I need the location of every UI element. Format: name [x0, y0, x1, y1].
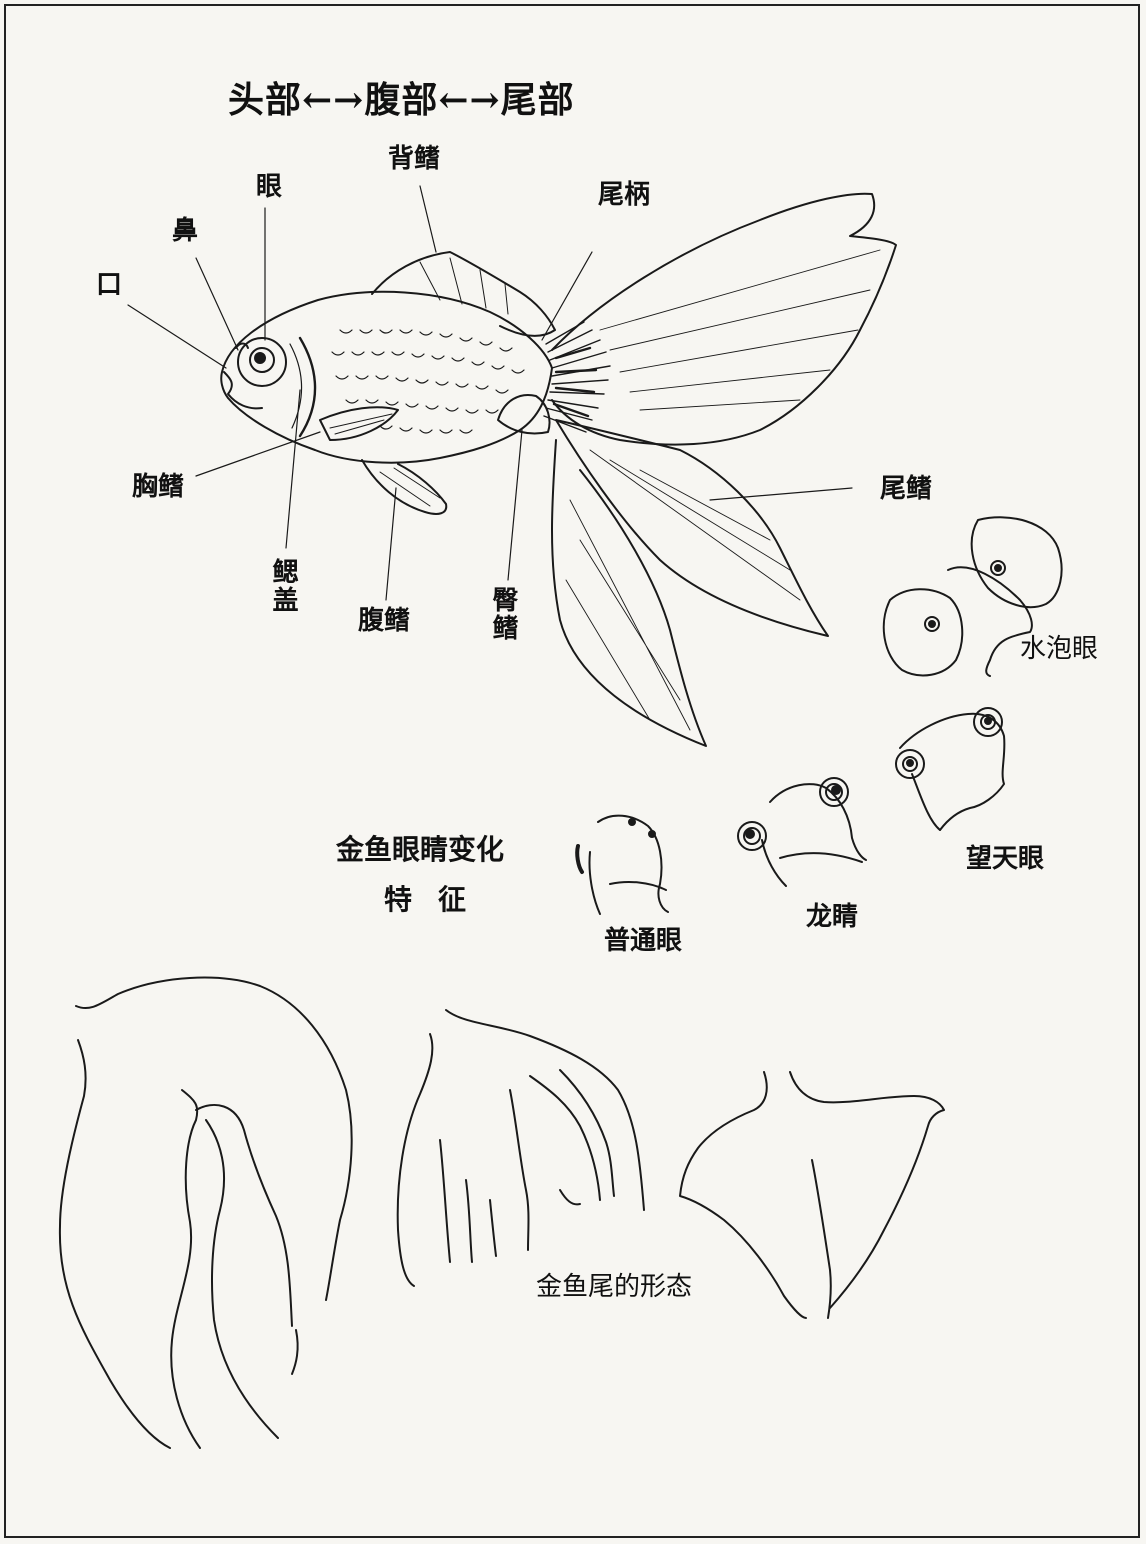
tail-section-caption: 金鱼尾的形态 [536, 1274, 692, 1300]
fish-gill-line [300, 338, 315, 436]
goldfish-drawing [128, 186, 896, 746]
fish-caudal-fin-upper [552, 194, 896, 445]
eye-section-subtitle: 特征 [384, 886, 492, 914]
fish-pectoral-fin [320, 407, 398, 440]
tail-shape-3 [680, 1072, 944, 1318]
normal-eye-drawing [577, 816, 668, 914]
fish-dorsal-fin [372, 252, 555, 336]
header-title: 头部←→腹部←→尾部 [228, 82, 575, 118]
label-bubble-eye: 水泡眼 [1020, 636, 1098, 662]
label-celestial-eye: 望天眼 [966, 846, 1044, 872]
label-mouth: 口 [96, 272, 122, 298]
fish-eye-pupil [255, 353, 265, 363]
fish-leader-lines [128, 186, 852, 600]
label-dorsal-fin: 背鳍 [388, 146, 440, 172]
fish-caudal-fin-trailing [552, 440, 706, 746]
label-gill-cover: 鳃盖 [270, 558, 296, 614]
celestial-eye-drawing [896, 708, 1004, 830]
label-anal-fin: 臀鳍 [490, 586, 516, 642]
label-eye: 眼 [256, 174, 282, 200]
label-caudal-peduncle: 尾柄 [598, 182, 650, 208]
fish-scales [332, 330, 524, 433]
label-caudal-fin: 尾鳍 [880, 476, 932, 502]
tail-shape-2 [398, 1010, 644, 1286]
label-pectoral-fin: 胸鳍 [132, 474, 184, 500]
label-dragon-eye: 龙睛 [806, 904, 858, 930]
dragon-eye-drawing [738, 778, 866, 886]
label-nose: 鼻 [172, 218, 198, 244]
fish-pelvic-fin [362, 460, 446, 514]
fish-tail-peduncle [544, 322, 610, 432]
tail-shape-1 [60, 978, 352, 1448]
fish-caudal-fin-lower [556, 420, 828, 636]
label-normal-eye: 普通眼 [604, 928, 682, 954]
eye-section-title: 金鱼眼睛变化 [336, 836, 504, 864]
label-pelvic-fin: 腹鳍 [358, 608, 410, 634]
